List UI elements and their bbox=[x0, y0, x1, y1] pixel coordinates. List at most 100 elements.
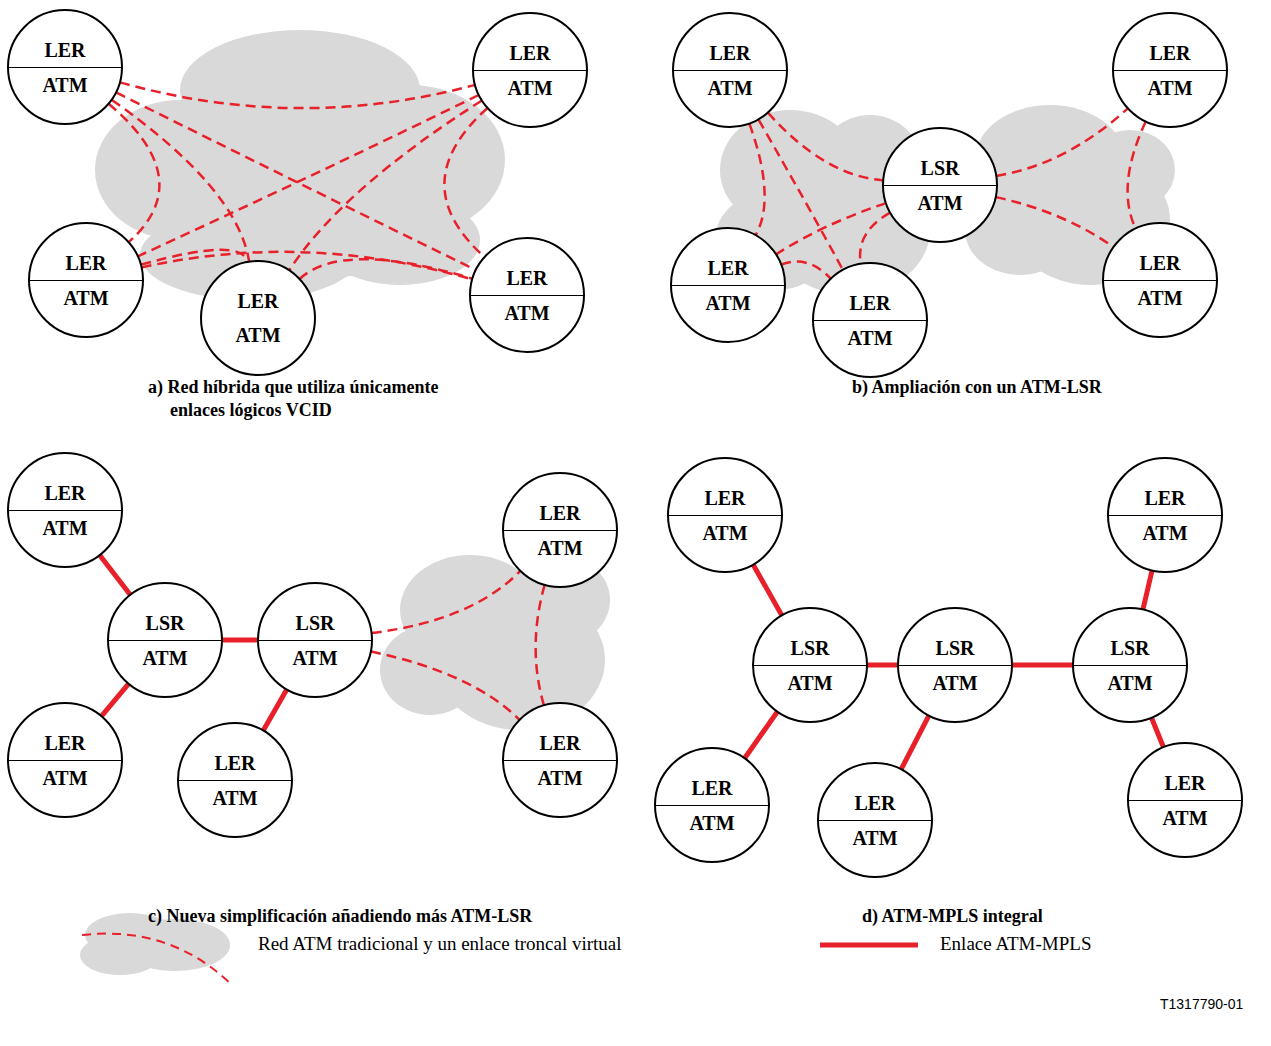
virtual-trunk-link bbox=[371, 652, 520, 720]
ler-circle: LERATM bbox=[1102, 222, 1218, 338]
atm-mpls-link bbox=[1012, 663, 1073, 668]
virtual-trunk-link bbox=[138, 95, 479, 256]
atm-mpls-link bbox=[753, 565, 782, 616]
virtual-trunk-link bbox=[996, 197, 1114, 247]
atm-mpls-link bbox=[1152, 718, 1164, 747]
virtual-trunk-link bbox=[109, 104, 160, 242]
virtual-trunk-link bbox=[289, 101, 482, 271]
ler-circle: LERATM bbox=[817, 762, 933, 878]
node-text: LER bbox=[9, 476, 121, 511]
virtual-trunk-link bbox=[300, 259, 473, 279]
node-text: LER bbox=[669, 481, 781, 516]
atm-mpls-link bbox=[1143, 571, 1152, 610]
ler-circle: LERATM bbox=[1112, 12, 1228, 128]
node-text: ATM bbox=[1137, 281, 1182, 315]
virtual-trunk-link bbox=[749, 124, 764, 236]
atm-mpls-link bbox=[745, 712, 778, 759]
ler-circle: LERATM bbox=[672, 12, 788, 128]
node-text: ATM bbox=[1147, 71, 1192, 105]
node-text: LER bbox=[474, 36, 586, 71]
panel-caption: c) Nueva simplificación añadiendo más AT… bbox=[148, 905, 668, 928]
node-text: LSR bbox=[109, 606, 221, 641]
node-text: LER bbox=[9, 33, 121, 68]
node-text: LER bbox=[237, 284, 278, 318]
atm-cloud bbox=[95, 30, 505, 300]
node-text: ATM bbox=[852, 821, 897, 855]
node-text: LER bbox=[672, 251, 784, 286]
node-text: ATM bbox=[235, 318, 280, 352]
node-text: ATM bbox=[847, 321, 892, 355]
ler-circle: LERATM bbox=[7, 702, 123, 818]
panel-caption: a) Red híbrida que utiliza únicamente en… bbox=[148, 376, 490, 423]
node-text: LER bbox=[9, 726, 121, 761]
node-text: LER bbox=[471, 261, 583, 296]
node-text: ATM bbox=[1162, 801, 1207, 835]
virtual-trunk-link bbox=[120, 82, 475, 108]
node-text: LER bbox=[1114, 36, 1226, 71]
ler-circle: LERATM bbox=[7, 452, 123, 568]
virtual-trunk-link bbox=[996, 108, 1128, 176]
virtual-trunk-link bbox=[781, 262, 831, 279]
node-text: LER bbox=[1104, 246, 1216, 281]
legend-line-sample bbox=[820, 943, 918, 948]
node-text: LSR bbox=[754, 631, 866, 666]
virtual-trunk-link bbox=[1128, 122, 1146, 229]
virtual-trunk-link bbox=[860, 213, 890, 264]
node-text: LER bbox=[819, 786, 931, 821]
node-text: LER bbox=[1129, 766, 1241, 801]
node-text: ATM bbox=[42, 511, 87, 545]
virtual-trunk-link bbox=[444, 108, 487, 257]
ler-circle: LERATM bbox=[670, 227, 786, 343]
node-text: ATM bbox=[537, 761, 582, 795]
ler-circle: LERATM bbox=[1107, 457, 1223, 573]
node-text: ATM bbox=[787, 666, 832, 700]
node-text: ATM bbox=[537, 531, 582, 565]
lsr-circle: LSRATM bbox=[107, 582, 223, 698]
node-text: LER bbox=[656, 771, 768, 806]
panel-caption: b) Ampliación con un ATM-LSR bbox=[852, 376, 1252, 399]
node-text: LSR bbox=[1074, 631, 1186, 666]
lsr-circle: LSRATM bbox=[882, 127, 998, 243]
node-text: LER bbox=[504, 496, 616, 531]
node-text: ATM bbox=[707, 71, 752, 105]
atm-mpls-link bbox=[263, 689, 286, 730]
node-text: ATM bbox=[212, 781, 257, 815]
atm-mpls-link bbox=[100, 555, 130, 595]
virtual-trunk-link bbox=[536, 585, 545, 705]
node-text: ATM bbox=[142, 641, 187, 675]
ler-circle: LERATM bbox=[200, 260, 316, 376]
ler-circle: LERATM bbox=[472, 12, 588, 128]
node-text: ATM bbox=[917, 186, 962, 220]
figure-id: T1317790-01 bbox=[1160, 996, 1270, 1012]
virtual-trunk-link bbox=[142, 252, 473, 280]
lsr-circle: LSRATM bbox=[897, 607, 1013, 723]
node-text: ATM bbox=[292, 641, 337, 675]
node-text: LSR bbox=[259, 606, 371, 641]
virtual-trunk-link bbox=[768, 113, 883, 181]
node-text: ATM bbox=[689, 806, 734, 840]
ler-circle: LERATM bbox=[654, 747, 770, 863]
node-text: ATM bbox=[932, 666, 977, 700]
node-text: ATM bbox=[1107, 666, 1152, 700]
node-text: LER bbox=[1109, 481, 1221, 516]
node-text: LER bbox=[179, 746, 291, 781]
ler-circle: LERATM bbox=[1127, 742, 1243, 858]
atm-mpls-link bbox=[101, 684, 128, 716]
atm-mpls-link bbox=[901, 716, 929, 770]
legend-text: Enlace ATM-MPLS bbox=[940, 933, 1091, 955]
node-text: LER bbox=[814, 286, 926, 321]
ler-circle: LERATM bbox=[502, 702, 618, 818]
lsr-circle: LSRATM bbox=[1072, 607, 1188, 723]
ler-circle: LERATM bbox=[502, 472, 618, 588]
panel-caption: d) ATM-MPLS integral bbox=[862, 905, 1242, 928]
node-text: LSR bbox=[884, 151, 996, 186]
ler-circle: LERATM bbox=[812, 262, 928, 378]
lsr-circle: LSRATM bbox=[257, 582, 373, 698]
node-text: LSR bbox=[899, 631, 1011, 666]
ler-circle: LERATM bbox=[7, 9, 123, 125]
node-text: ATM bbox=[504, 296, 549, 330]
node-text: LER bbox=[30, 246, 142, 281]
ler-circle: LERATM bbox=[28, 222, 144, 338]
